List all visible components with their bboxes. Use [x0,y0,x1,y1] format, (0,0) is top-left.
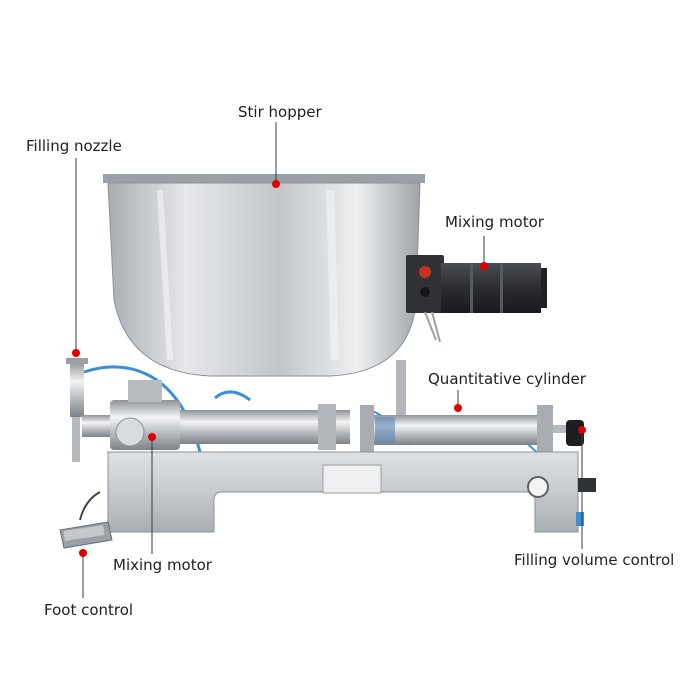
valve-assembly [110,380,180,450]
piston-tube [180,404,350,450]
quantitative-cylinder [360,405,569,453]
callout-leaders [75,122,583,598]
filling-nozzle [66,358,112,462]
callout-mixing-motor-top: Mixing motor [445,213,544,231]
machine-base [107,451,596,533]
stir-hopper [103,174,425,415]
mixing-motor-top [406,255,547,343]
foot-pedal [59,491,113,549]
callout-dots [72,180,586,557]
callout-stir-hopper: Stir hopper [238,103,322,121]
volume-control-knob [566,420,584,446]
callout-filling-volume-control: Filling volume control [514,551,675,569]
callout-mixing-motor-bottom: Mixing motor [113,556,212,574]
callout-quantitative-cylinder: Quantitative cylinder [428,370,586,388]
callout-foot-control: Foot control [44,601,134,619]
callout-filling-nozzle: Filling nozzle [26,137,122,155]
